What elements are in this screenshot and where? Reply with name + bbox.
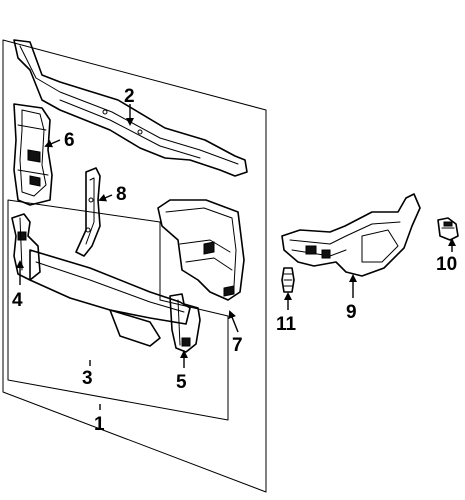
callout-9: 9 (346, 302, 357, 323)
callout-8: 8 (116, 184, 127, 205)
lower-subassembly-box (7, 199, 229, 421)
clip-11 (281, 267, 295, 293)
left-upper-bracket (13, 103, 53, 206)
callout-4: 4 (12, 290, 23, 311)
upper-tie-bar (13, 39, 248, 177)
lower-support-left (11, 213, 41, 281)
callout-1: 1 (94, 414, 105, 435)
leader-8 (98, 194, 113, 202)
callout-7: 7 (232, 335, 243, 356)
callout-5: 5 (176, 372, 187, 393)
leader-7 (228, 310, 239, 333)
center-brace (75, 167, 101, 257)
callout-2: 2 (124, 86, 135, 107)
callout-3: 3 (82, 368, 93, 389)
lower-right-bracket (169, 293, 201, 353)
leader-6 (44, 139, 61, 148)
callout-11: 11 (276, 314, 297, 335)
right-side-bracket (157, 199, 245, 301)
callout-6: 6 (64, 130, 75, 151)
assembly-panel-outline (2, 39, 267, 493)
right-bracket-assembly (281, 193, 421, 277)
bolt-10 (437, 217, 459, 241)
callout-10: 10 (436, 254, 457, 275)
lower-cross-member (29, 249, 191, 347)
